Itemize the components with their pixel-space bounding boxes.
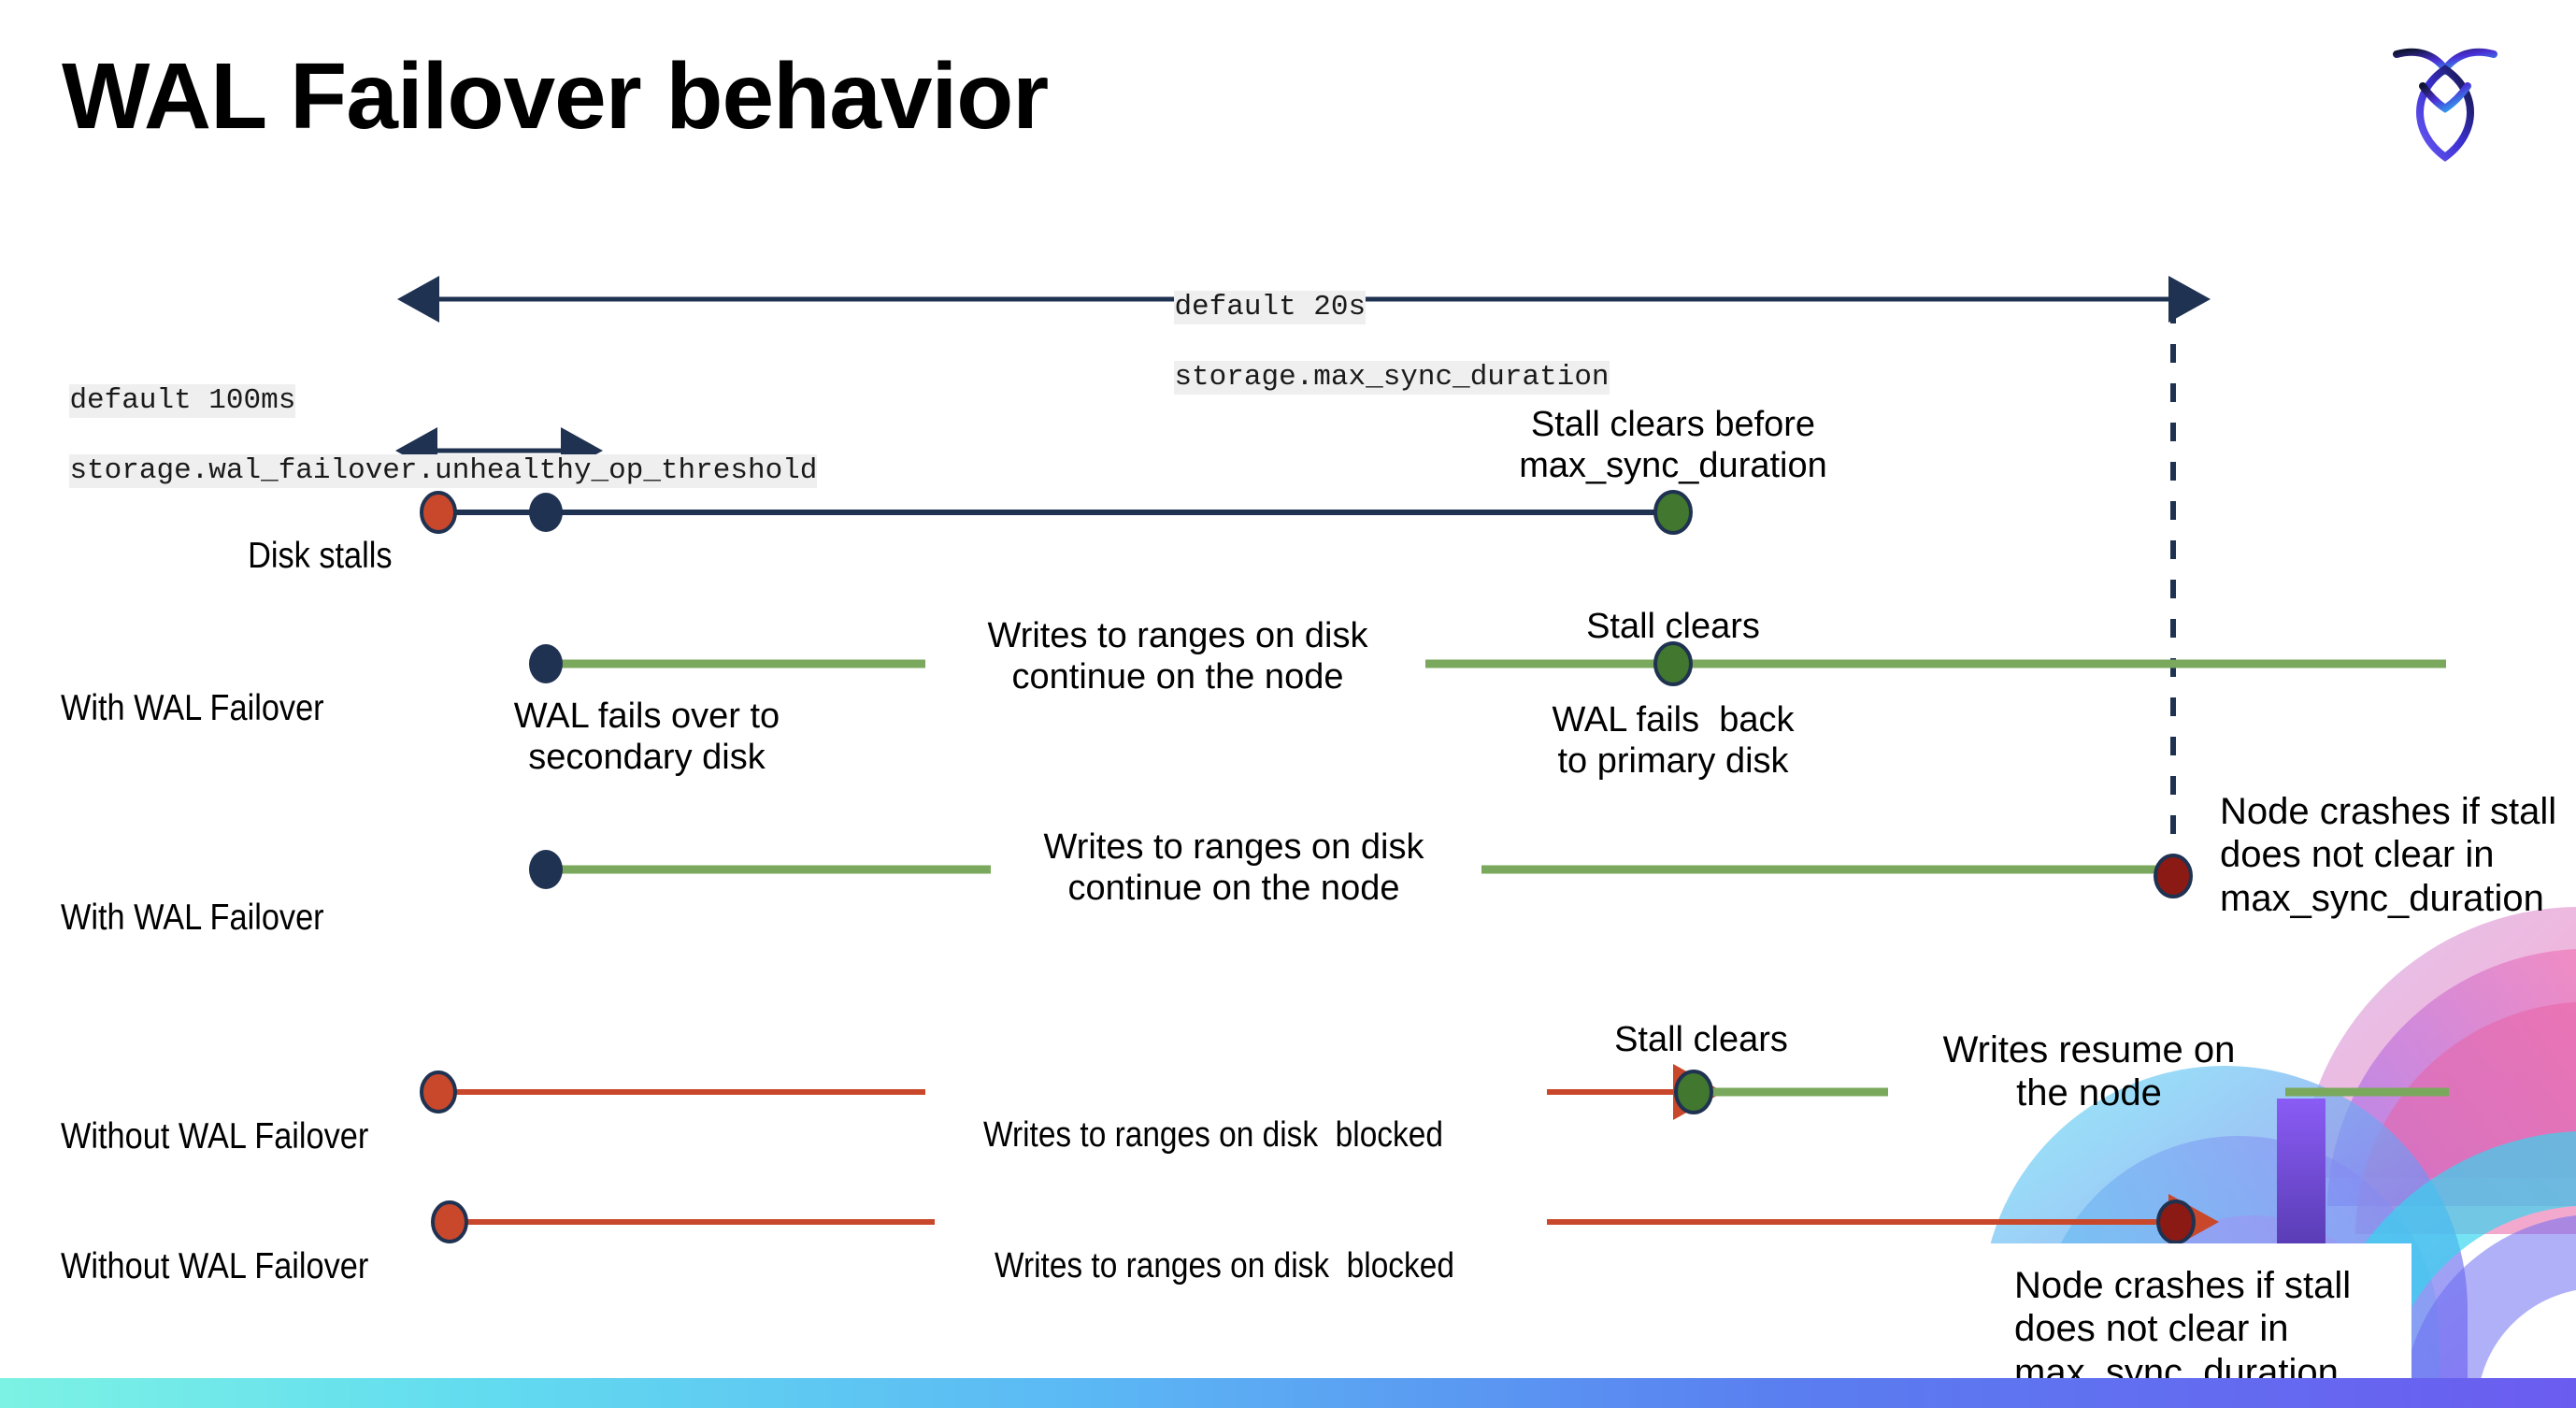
page-title: WAL Failover behavior xyxy=(62,44,1049,149)
row-with-wal-failover-crash-line xyxy=(529,850,2193,898)
row-label-without-wal-failover-clears: Without WAL Failover xyxy=(21,1073,411,1200)
cockroachdb-logo-icon xyxy=(2389,34,2501,165)
note-writes-continue-row2: Writes to ranges on disk continue on the… xyxy=(987,616,1368,697)
note-node-crashes-row3: Node crashes if stall does not clear in … xyxy=(2220,791,2557,919)
unhealthy-threshold-code-block: default 100ms storage.wal_failover.unhea… xyxy=(37,348,818,522)
row-disk-stalls-line xyxy=(420,490,1693,535)
row-label-with-wal-failover-crash-text: With WAL Failover xyxy=(61,898,324,939)
note-wal-fails-over-secondary: WAL fails over to secondary disk xyxy=(513,697,780,778)
row-label-disk-stalls: Disk stalls xyxy=(0,493,393,620)
row-without-wal-failover-crash-line xyxy=(431,1194,2219,1250)
row-label-with-wal-failover-clears: With WAL Failover xyxy=(21,645,360,772)
note-writes-blocked-row4: Writes to ranges on disk blocked xyxy=(944,1073,1506,1197)
note-writes-blocked-row4-text: Writes to ranges on disk blocked xyxy=(983,1115,1444,1156)
row-label-without-wal-failover-clears-text: Without WAL Failover xyxy=(61,1116,369,1157)
note-stall-clears-before-max-sync: Stall clears before max_sync_duration xyxy=(1519,405,1827,486)
row-label-with-wal-failover-crash: With WAL Failover xyxy=(21,855,360,982)
row-label-without-wal-failover-crash-text: Without WAL Failover xyxy=(61,1246,369,1287)
row-label-without-wal-failover-crash: Without WAL Failover xyxy=(21,1203,411,1330)
unhealthy-threshold-setting-name: storage.wal_failover.unhealthy_op_thresh… xyxy=(69,453,818,488)
max-sync-default-label: default 20s xyxy=(1174,290,1367,324)
note-stall-clears-row4: Stall clears xyxy=(1614,1020,1788,1059)
note-stall-clears-row2: Stall clears xyxy=(1586,607,1760,646)
unhealthy-threshold-default-label: default 100ms xyxy=(69,383,296,418)
max-sync-setting-name: storage.max_sync_duration xyxy=(1174,360,1610,395)
row-label-disk-stalls-text: Disk stalls xyxy=(248,536,393,577)
note-writes-blocked-row5: Writes to ranges on disk blocked xyxy=(955,1204,1517,1328)
row-without-wal-failover-clears-line xyxy=(420,1064,2449,1120)
row-label-with-wal-failover-clears-text: With WAL Failover xyxy=(61,688,324,729)
note-writes-blocked-row5-text: Writes to ranges on disk blocked xyxy=(995,1246,1455,1286)
max-sync-duration-code-block: default 20s storage.max_sync_duration xyxy=(1142,254,1610,428)
note-writes-resume: Writes resume on the node xyxy=(1942,1029,2236,1114)
note-writes-continue-row3: Writes to ranges on disk continue on the… xyxy=(1043,827,1424,909)
note-node-crashes-row5: Node crashes if stall does not clear in … xyxy=(2014,1265,2352,1393)
row-with-wal-failover-clears-line xyxy=(529,641,2446,686)
bottom-gradient-bar xyxy=(0,1378,2576,1408)
note-wal-fails-back-primary: WAL fails back to primary disk xyxy=(1552,700,1795,782)
